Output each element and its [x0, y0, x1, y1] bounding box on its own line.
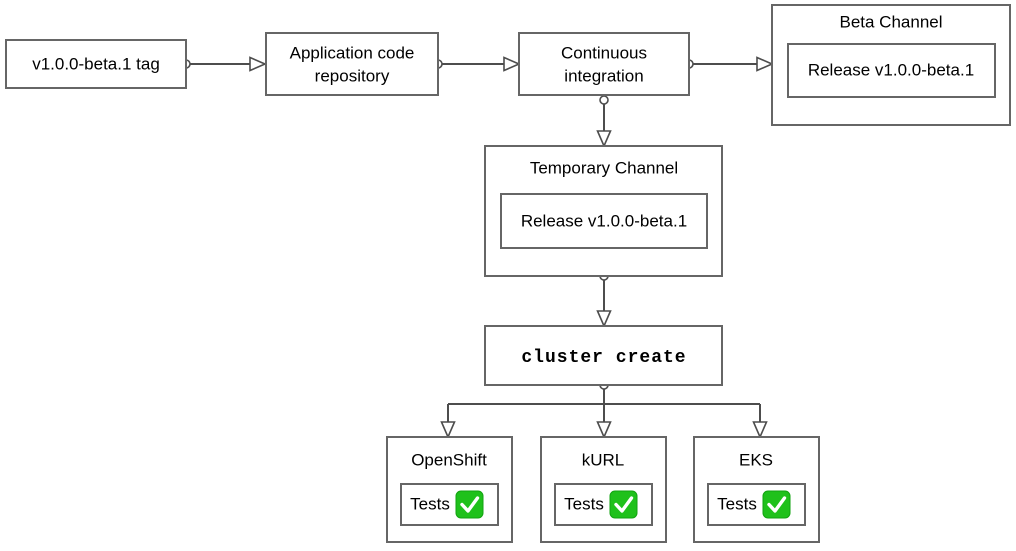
- node-eks-tests-label: Tests: [717, 494, 757, 513]
- node-continuous-integration[interactable]: Continuous integration: [518, 32, 690, 96]
- node-openshift-tests-label: Tests: [410, 494, 450, 513]
- node-application-code-repository[interactable]: Application code repository: [265, 32, 439, 96]
- node-repo-label-line1: Application code: [290, 43, 415, 62]
- group-temporary-channel-title: Temporary Channel: [530, 158, 678, 177]
- group-temporary-channel[interactable]: Temporary Channel Release v1.0.0-beta.1: [484, 145, 723, 277]
- green-check-icon: [762, 490, 791, 519]
- green-check-icon: [609, 490, 638, 519]
- group-openshift-title: OpenShift: [411, 450, 487, 469]
- node-ci-label-line2: integration: [564, 66, 643, 85]
- group-beta-channel-title: Beta Channel: [839, 12, 942, 31]
- node-repo-label-line2: repository: [315, 66, 390, 85]
- edge-tag-to-repo: [181, 56, 268, 72]
- node-tag-label: v1.0.0-beta.1 tag: [32, 54, 160, 73]
- group-beta-channel[interactable]: Beta Channel Release v1.0.0-beta.1: [771, 4, 1011, 126]
- node-cluster-create[interactable]: cluster create: [484, 325, 723, 386]
- group-eks[interactable]: EKS Tests: [693, 436, 820, 543]
- node-temporary-release-label: Release v1.0.0-beta.1: [521, 211, 687, 230]
- node-ci-label-line1: Continuous: [561, 43, 647, 62]
- edge-repo-to-ci: [433, 56, 522, 72]
- green-check-icon: [455, 490, 484, 519]
- group-eks-title: EKS: [739, 450, 773, 469]
- node-tag[interactable]: v1.0.0-beta.1 tag: [5, 39, 187, 89]
- edge-ci-to-beta-channel: [684, 56, 775, 72]
- group-kurl[interactable]: kURL Tests: [540, 436, 667, 543]
- node-kurl-tests-label: Tests: [564, 494, 604, 513]
- edge-ci-to-temporary-channel: [596, 95, 612, 149]
- edge-temporary-channel-to-cluster-create: [596, 271, 612, 329]
- group-kurl-title: kURL: [582, 450, 625, 469]
- node-beta-release-label: Release v1.0.0-beta.1: [808, 60, 974, 79]
- node-cluster-create-label: cluster create: [521, 348, 686, 368]
- edge-cluster-create-branches: [440, 380, 768, 440]
- group-openshift[interactable]: OpenShift Tests: [386, 436, 513, 543]
